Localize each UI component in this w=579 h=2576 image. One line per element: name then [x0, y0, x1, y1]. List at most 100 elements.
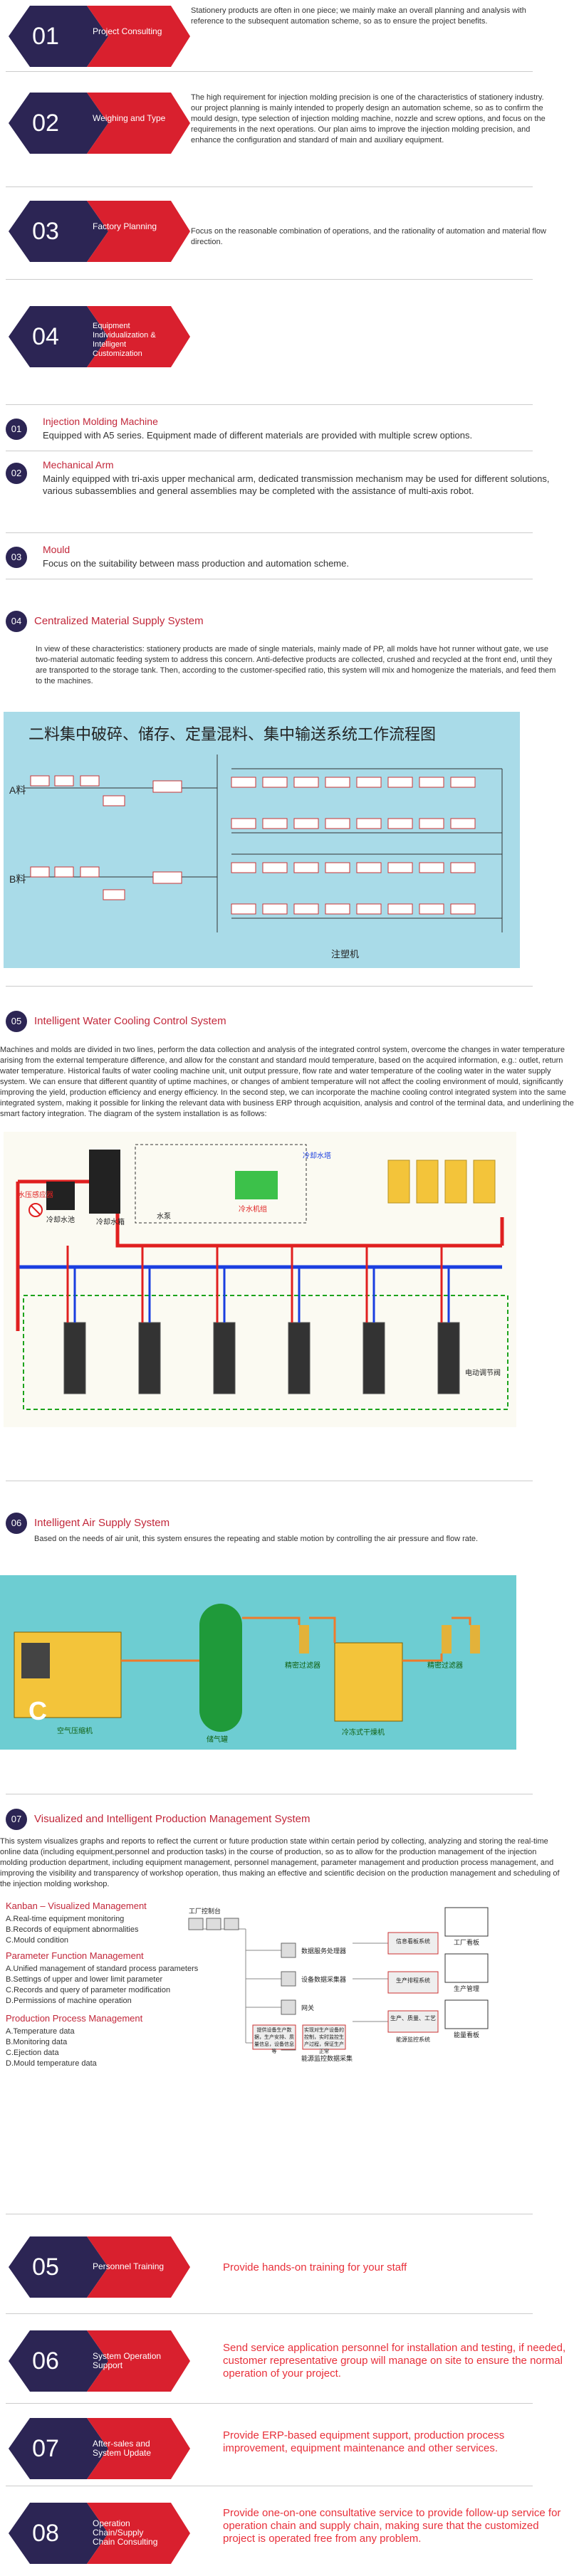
valve-label: 电动调节阀	[465, 1370, 501, 1377]
box7-label: 生产排程系统	[396, 1977, 430, 1984]
pressure-sensor-label: 水压感应器	[18, 1192, 53, 1199]
section-paragraph: In view of these characteristics: statio…	[36, 645, 556, 685]
consulting-badge-02: 02 Weighing and Type	[9, 91, 190, 155]
dryer-label: 冷冻式干燥机	[342, 1729, 385, 1737]
process-item: B.Monitoring data	[6, 2038, 68, 2046]
badge-label: System Operation Support	[93, 2351, 162, 2370]
badge-shape	[9, 2418, 190, 2479]
tower-label: 冷却水塔	[303, 1152, 331, 1160]
service-badge-08: 08 Operation Chain/Supply Chain Consulti…	[9, 2501, 190, 2565]
badge-shape	[9, 2330, 190, 2392]
badge-shape	[9, 2503, 190, 2564]
badge-number: 03	[32, 218, 59, 245]
kanban-item: A.Real-time equipment monitoring	[6, 1915, 125, 1923]
process-item: D.Mould temperature data	[6, 2059, 97, 2068]
compressor-label: 空气压缩机	[57, 1728, 93, 1735]
consulting-badge-03: 03 Factory Planning	[9, 199, 190, 263]
item-title: Mechanical Arm	[43, 459, 114, 470]
divider	[6, 2403, 533, 2404]
pool-label: 冷却水池	[46, 1216, 75, 1224]
item-number: 01	[6, 419, 27, 440]
service-desc: Provide one-on-one consultative service …	[223, 2507, 561, 2545]
parameter-item: A.Unified management of standard process…	[6, 1965, 199, 1973]
server-label: 工厂控制台	[189, 1908, 221, 1915]
parameter-item: C.Records and query of parameter modific…	[6, 1986, 171, 1994]
service-desc: Provide hands-on training for your staff	[223, 2261, 407, 2273]
badge-label: Operation Chain/Supply Chain Consulting	[93, 2518, 158, 2547]
pump-label: 水泵	[157, 1213, 171, 1221]
badge-label: Equipment Individualization & Intelligen…	[93, 322, 156, 358]
process-heading: Production Process Management	[6, 2013, 143, 2024]
divider	[6, 532, 533, 533]
section-title: Intelligent Air Supply System	[34, 1517, 170, 1529]
air-supply-diagram: C 空气压缩机 储气罐 精密过滤器 冷冻式干燥机 精密过滤器	[0, 1575, 516, 1750]
box5-label: 信息看板系统	[396, 1938, 430, 1945]
item-number: 03	[6, 547, 27, 568]
compressor-logo: C	[28, 1696, 47, 1725]
badge-number: 07	[32, 2435, 59, 2462]
item-title: Injection Molding Machine	[43, 416, 158, 427]
badge-shape	[9, 93, 190, 154]
kanban-item: B.Records of equipment abnormalities	[6, 1925, 139, 1934]
section-title: Visualized and Intelligent Production Ma…	[34, 1813, 311, 1825]
water-cooling-diagram: 冷却水塔 冷却水箱 水泵 冷却水池 冷水机组 水压感应器 电动调节阀	[4, 1132, 516, 1427]
section-number: 07	[6, 1809, 27, 1830]
item-title: Mould	[43, 544, 71, 555]
box3-label: 生产、质量、工艺	[390, 2015, 436, 2022]
filter1-label: 精密过滤器	[285, 1662, 320, 1670]
section-number: 06	[6, 1513, 27, 1534]
divider	[6, 2313, 533, 2314]
service-badge-06: 06 System Operation Support	[9, 2329, 190, 2393]
badge-label: Weighing and Type	[93, 113, 166, 123]
process-item: A.Temperature data	[6, 2027, 75, 2036]
badge-label: Factory Planning	[93, 221, 157, 231]
management-lines	[188, 1907, 489, 2051]
badge-number: 05	[32, 2254, 59, 2281]
management-diagram: 工厂控制台 数据服务处理器 设备数据采集器 网关 能源监控数据采集 提供设备生产…	[174, 1901, 516, 2071]
box1-label: 提供设备生产数据，生产安排、质量信息，设备信息等	[254, 2028, 294, 2054]
badge-shape	[9, 6, 190, 67]
service-desc: Provide ERP-based equipment support, pro…	[223, 2429, 505, 2454]
parameter-heading: Parameter Function Management	[6, 1950, 144, 1961]
parameter-item: D.Permissions of machine operation	[6, 1997, 132, 2005]
badge-number: 06	[32, 2348, 59, 2375]
machine-label: 注塑机	[331, 949, 360, 960]
flow-lines	[24, 755, 503, 932]
badge-shape	[9, 2236, 190, 2298]
center3-label: 网关	[301, 2004, 315, 2012]
parameter-item: B.Settings of upper and lower limit para…	[6, 1975, 163, 1984]
box8-label: 能源监控系统	[396, 2036, 430, 2043]
box4-label: 工厂看板	[453, 1939, 479, 1946]
row-b-label: B料	[9, 873, 26, 885]
air-equipment	[14, 1604, 480, 1732]
consulting-desc-03: Focus on the reasonable combination of o…	[191, 227, 546, 246]
consulting-badge-01: 01 Project Consulting	[9, 4, 190, 68]
divider	[6, 71, 533, 72]
process-item: C.Ejection data	[6, 2049, 59, 2057]
badge-number: 02	[32, 110, 59, 137]
divider	[6, 986, 533, 987]
section-paragraph: Based on the needs of air unit, this sys…	[34, 1535, 479, 1543]
chiller-label: 冷水机组	[239, 1206, 267, 1214]
center2-label: 设备数据采集器	[301, 1976, 347, 1983]
box6-label: 生产管理	[453, 1985, 479, 1992]
center1-label: 数据服务处理器	[301, 1947, 347, 1955]
box2-label: 实现对生产设备的控制，实时监控生产过程，保证生产正常	[304, 2028, 344, 2054]
badge-number: 01	[32, 23, 59, 50]
kanban-item: C.Mould condition	[6, 1936, 69, 1945]
filter2-label: 精密过滤器	[427, 1662, 463, 1670]
section-paragraph: Machines and molds are divided in two li…	[0, 1046, 574, 1118]
water-pipes	[16, 1144, 508, 1410]
divider	[6, 404, 533, 405]
badge-number: 08	[32, 2520, 59, 2547]
badge-label: After-sales and System Update	[93, 2439, 152, 2458]
center4-label: 能源监控数据采集	[301, 2055, 353, 2062]
diagram-title: 二料集中破碎、储存、定量混料、集中输送系统工作流程图	[28, 726, 437, 744]
divider	[6, 279, 533, 280]
section-number: 05	[6, 1011, 27, 1032]
item-body: Mainly equipped with tri-axis upper mech…	[43, 473, 550, 496]
service-badge-05: 05 Personnel Training	[9, 2235, 190, 2299]
material-flow-diagram: 二料集中破碎、储存、定量混料、集中输送系统工作流程图 A料 B料	[4, 712, 520, 968]
consulting-badge-04: 04 Equipment Individualization & Intelli…	[9, 305, 190, 369]
box9-label: 能量看板	[453, 2031, 479, 2039]
